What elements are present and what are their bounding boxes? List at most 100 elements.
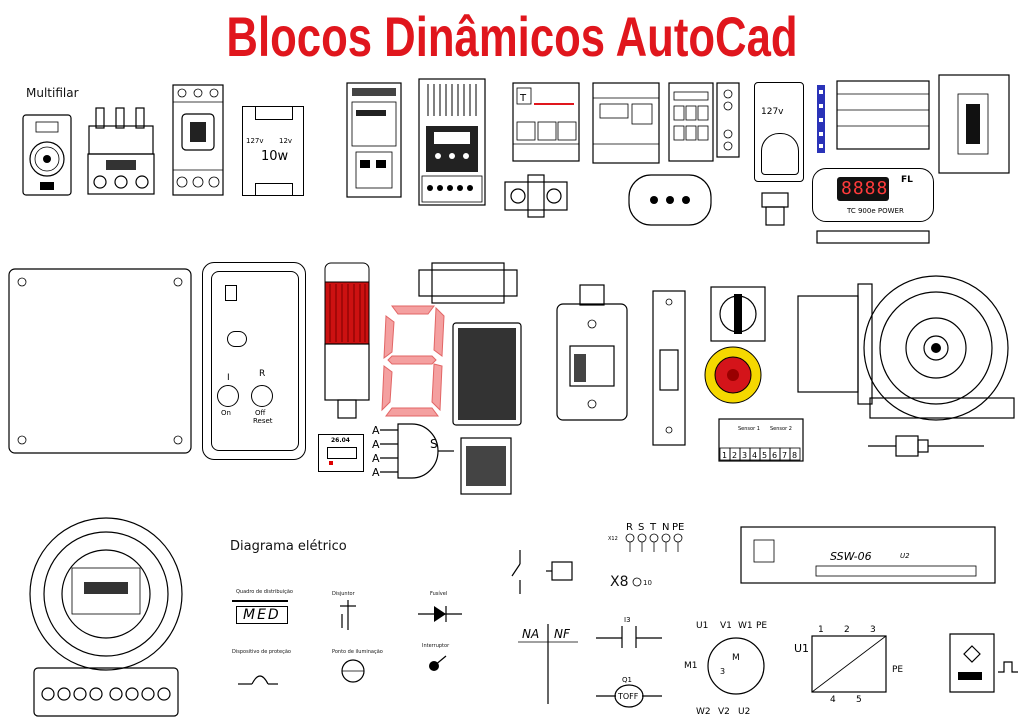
inverter-block[interactable] xyxy=(418,78,486,208)
ssw06-block[interactable]: SSW-06 U2 xyxy=(740,526,996,586)
thermal-relay-block[interactable] xyxy=(86,106,156,198)
gate-output: S xyxy=(430,437,438,451)
na-nf-symbol: NA NF xyxy=(518,624,578,704)
gate-input-3: A xyxy=(372,452,380,465)
terminal-t: T xyxy=(649,522,657,533)
transformer-v1: 127v xyxy=(246,137,264,145)
thermostat-block[interactable]: 8888 FL TC 900e POWER xyxy=(812,168,934,222)
motor-symbol: U1 V1 W1 PE M1 M 3 W2 V2 U2 xyxy=(684,621,767,717)
term-2: 2 xyxy=(732,451,737,460)
motor-name: M1 xyxy=(684,661,698,671)
sensor-terminal-block[interactable]: Sensor 1 Sensor 2 1 2 3 4 5 6 7 8 xyxy=(718,418,804,462)
socket-block[interactable] xyxy=(628,174,712,226)
x8-terminal-symbol xyxy=(632,577,642,587)
q1-state: TOFF xyxy=(617,692,639,701)
x12-label: X12 xyxy=(608,536,618,542)
sensor-probe-block[interactable] xyxy=(866,432,986,462)
residual-device-block[interactable]: T xyxy=(512,82,580,162)
energy-meter-block[interactable] xyxy=(28,512,184,718)
drive-pe: PE xyxy=(892,665,903,675)
drive-pin-4: 4 xyxy=(830,695,836,705)
lighting-point-symbol xyxy=(341,659,365,683)
relay-side-block[interactable] xyxy=(716,82,740,158)
din-rail-block[interactable] xyxy=(836,80,930,150)
terminal-strip-block[interactable] xyxy=(816,84,826,154)
wall-switch-block[interactable] xyxy=(556,284,628,440)
gate-input-4: A xyxy=(372,466,380,479)
term-6: 6 xyxy=(772,451,777,460)
page-title: Blocos Dinâmicos AutoCad xyxy=(226,5,798,68)
drive-pin-2: 2 xyxy=(844,625,850,635)
motor-u2: U2 xyxy=(738,707,750,717)
term-5: 5 xyxy=(762,451,767,460)
term-1: 1 xyxy=(722,451,727,460)
timer-label: 26.04 xyxy=(331,437,350,444)
selector-switch-block[interactable] xyxy=(710,286,766,342)
motor-w2: W2 xyxy=(696,707,711,717)
junction-box-block[interactable] xyxy=(418,262,518,304)
gate-input-2: A xyxy=(372,438,380,451)
diagrama-label: Diagrama elétrico xyxy=(230,539,347,554)
thermostat-model: TC 900e POWER xyxy=(847,207,904,215)
on-button[interactable] xyxy=(217,385,239,407)
connector-block[interactable] xyxy=(460,432,520,498)
enclosure-block[interactable] xyxy=(8,268,192,454)
soft-starter-block[interactable] xyxy=(346,82,402,198)
timer-module-block[interactable]: 26.04 xyxy=(318,434,364,472)
panel-r-mark: R xyxy=(259,369,266,379)
and-gate-block[interactable]: A A A A S xyxy=(372,422,456,482)
term-7: 7 xyxy=(782,451,787,460)
thermostat-display: 8888 xyxy=(841,178,889,199)
outlet-block[interactable]: 127v xyxy=(754,82,804,182)
molded-breaker-block[interactable] xyxy=(938,74,1010,174)
transformer-block[interactable]: 127v 12v 10w xyxy=(242,106,304,196)
x8-pin: 10 xyxy=(643,579,652,587)
emergency-stop-block[interactable] xyxy=(704,346,762,404)
stack-light-block[interactable] xyxy=(324,262,370,422)
terminal-s: S xyxy=(638,522,644,533)
ssw-model: SSW-06 xyxy=(830,550,872,563)
cable-gland-block[interactable] xyxy=(760,192,790,226)
seven-segment-block[interactable] xyxy=(378,302,448,420)
label-fusivel: Fusível xyxy=(430,591,448,597)
plc-block[interactable] xyxy=(592,82,660,164)
terminal-bar-block xyxy=(816,230,930,244)
perforated-module-block[interactable] xyxy=(452,322,522,426)
push-button-box-block[interactable]: I R On Off Reset xyxy=(202,262,306,460)
motor-u1: U1 xyxy=(696,621,708,631)
gate-input-1: A xyxy=(372,424,380,437)
on-label: On xyxy=(221,409,231,417)
drive-symbol: U1 1 2 3 PE 4 5 xyxy=(794,625,903,705)
off-button[interactable] xyxy=(251,385,273,407)
label-interruptor: Interruptor xyxy=(422,643,450,649)
drive-name: U1 xyxy=(794,642,809,655)
power-terminals-symbol: X12 R S T N PE xyxy=(608,522,684,552)
panel-i-mark: I xyxy=(227,373,230,383)
term-3: 3 xyxy=(742,451,747,460)
q1-timer-symbol: Q1 TOFF xyxy=(596,676,662,708)
nf-label: NF xyxy=(554,627,571,641)
rotary-switch-block[interactable] xyxy=(22,114,72,196)
limit-switch-block[interactable] xyxy=(504,174,568,218)
svg-text:T: T xyxy=(519,93,527,104)
motor-v2: V2 xyxy=(718,707,730,717)
breaker-symbol xyxy=(340,600,356,630)
meter-label: MED xyxy=(243,607,281,623)
motor-v1: V1 xyxy=(720,621,732,631)
electric-motor-block[interactable] xyxy=(796,268,1016,424)
terminal-header-2: Sensor 2 xyxy=(770,426,792,432)
sensor-symbol xyxy=(546,561,573,581)
term-4: 4 xyxy=(752,451,757,460)
terminal-header-1: Sensor 1 xyxy=(738,426,760,432)
term-8: 8 xyxy=(792,451,797,460)
motor-pe: PE xyxy=(756,621,767,631)
fuse-symbol xyxy=(418,606,462,622)
transformer-power: 10w xyxy=(261,149,289,164)
drive-pin-1: 1 xyxy=(818,625,824,635)
off-label: Off xyxy=(255,409,266,417)
motor-protector-block[interactable] xyxy=(172,84,224,196)
na-label: NA xyxy=(522,627,539,641)
coil-label: I3 xyxy=(624,616,631,624)
contactor-block[interactable] xyxy=(668,82,714,162)
single-switch-block[interactable] xyxy=(652,290,686,446)
